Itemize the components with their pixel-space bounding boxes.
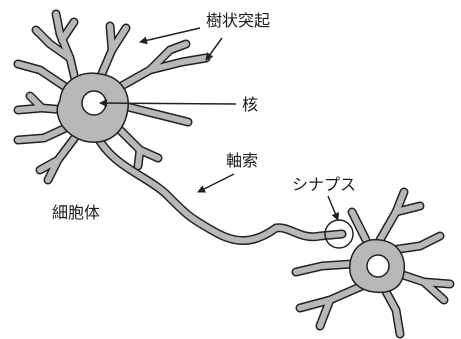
dendrite-arrow-1 [140, 28, 200, 42]
nucleus-right [367, 255, 389, 277]
cell-body-label: 細胞体 [52, 203, 100, 222]
neuron-right [296, 192, 450, 334]
nucleus-arrow [100, 103, 236, 104]
synapse-label: シナプス [292, 175, 356, 194]
dendrite-label: 樹状突起 [206, 11, 270, 30]
nucleus-label: 核 [242, 95, 258, 114]
axon-arrow [198, 174, 234, 192]
axon-label: 軸索 [226, 151, 258, 170]
synapse-arrow [328, 196, 338, 220]
dendrite-arrow-2 [206, 38, 222, 60]
